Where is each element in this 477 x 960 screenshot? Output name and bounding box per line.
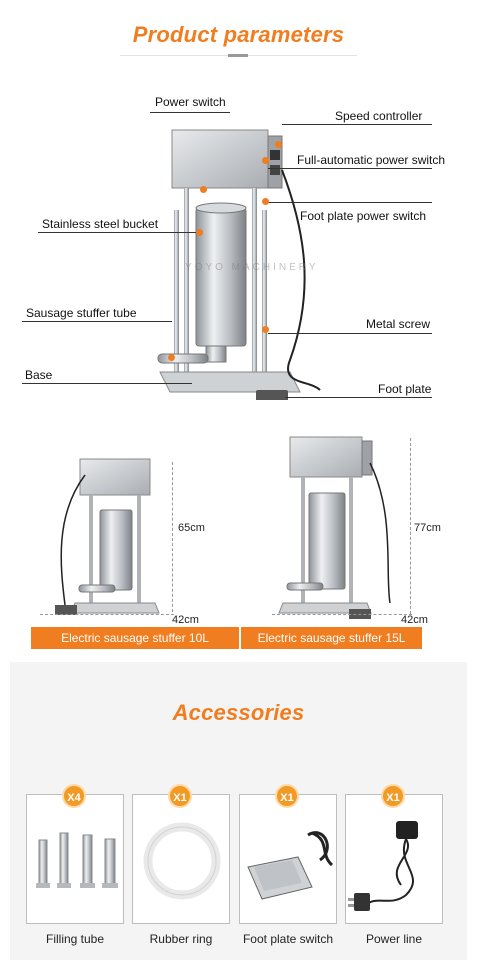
width-15l: 42cm — [401, 614, 428, 626]
callout-dot — [200, 186, 207, 193]
callout-line — [285, 397, 432, 398]
accessory-card-rubber-ring — [132, 794, 230, 924]
callout-stainless-bucket: Stainless steel bucket — [42, 217, 159, 231]
callout-power-switch: Power switch — [155, 95, 226, 109]
height-dimension-line — [410, 438, 411, 614]
stuffer-15l-image — [278, 436, 391, 619]
width-dimension-line — [40, 614, 174, 615]
width-10l: 42cm — [172, 614, 199, 626]
accessory-card-power-line — [345, 794, 443, 924]
callout-foot-plate-power-switch: Foot plate power switch — [300, 209, 427, 223]
rubber-ring-image — [143, 822, 221, 900]
accessory-card-foot-plate-switch — [239, 794, 337, 924]
sausage-stuffer-main-image — [157, 129, 321, 400]
height-dimension-line — [172, 462, 173, 612]
accessory-label-foot-plate-switch: Foot plate switch — [242, 932, 334, 946]
width-dimension-line — [272, 614, 412, 615]
callout-metal-screw: Metal screw — [366, 317, 431, 331]
callout-line — [282, 124, 432, 125]
callout-dot — [262, 157, 269, 164]
callout-base: Base — [25, 368, 53, 382]
height-15l: 77cm — [414, 522, 441, 534]
model-label-15l: Electric sausage stuffer 15L — [241, 627, 422, 649]
callout-dot — [262, 198, 269, 205]
callout-dot — [168, 354, 175, 361]
height-10l: 65cm — [178, 522, 205, 534]
quantity-badge: X1 — [168, 784, 192, 808]
product-parameters-title: Product parameters — [132, 22, 345, 47]
power-line-image — [348, 821, 418, 911]
title-dash — [228, 54, 248, 57]
callout-line — [22, 321, 172, 322]
quantity-badge: X1 — [275, 784, 299, 808]
accessory-label-rubber-ring: Rubber ring — [149, 932, 213, 946]
quantity-badge: X1 — [381, 784, 405, 808]
callout-line — [268, 168, 432, 169]
callout-line — [150, 112, 230, 113]
watermark: YOYO MACHINERY — [185, 262, 319, 273]
callout-line — [268, 333, 432, 334]
filling-tube-image — [36, 832, 118, 888]
quantity-badge: X4 — [62, 784, 86, 808]
callout-line — [268, 202, 432, 203]
callout-foot-plate: Foot plate — [378, 382, 432, 396]
stuffer-10l-image — [55, 458, 160, 615]
foot-plate-switch-image — [247, 831, 334, 900]
callout-line — [38, 232, 200, 233]
callout-full-auto-switch: Full-automatic power switch — [297, 153, 446, 167]
accessories-title: Accessories — [172, 700, 305, 725]
callout-line — [22, 383, 192, 384]
callout-stuffer-tube: Sausage stuffer tube — [26, 306, 137, 320]
model-label-10l: Electric sausage stuffer 10L — [31, 627, 239, 649]
accessory-card-filling-tube — [26, 794, 124, 924]
callout-speed-controller: Speed controller — [335, 109, 423, 123]
accessory-label-filling-tube: Filling tube — [45, 932, 105, 946]
callout-dot — [275, 141, 282, 148]
callout-dot — [262, 326, 269, 333]
callout-dot — [196, 229, 203, 236]
accessory-label-power-line: Power line — [365, 932, 423, 946]
